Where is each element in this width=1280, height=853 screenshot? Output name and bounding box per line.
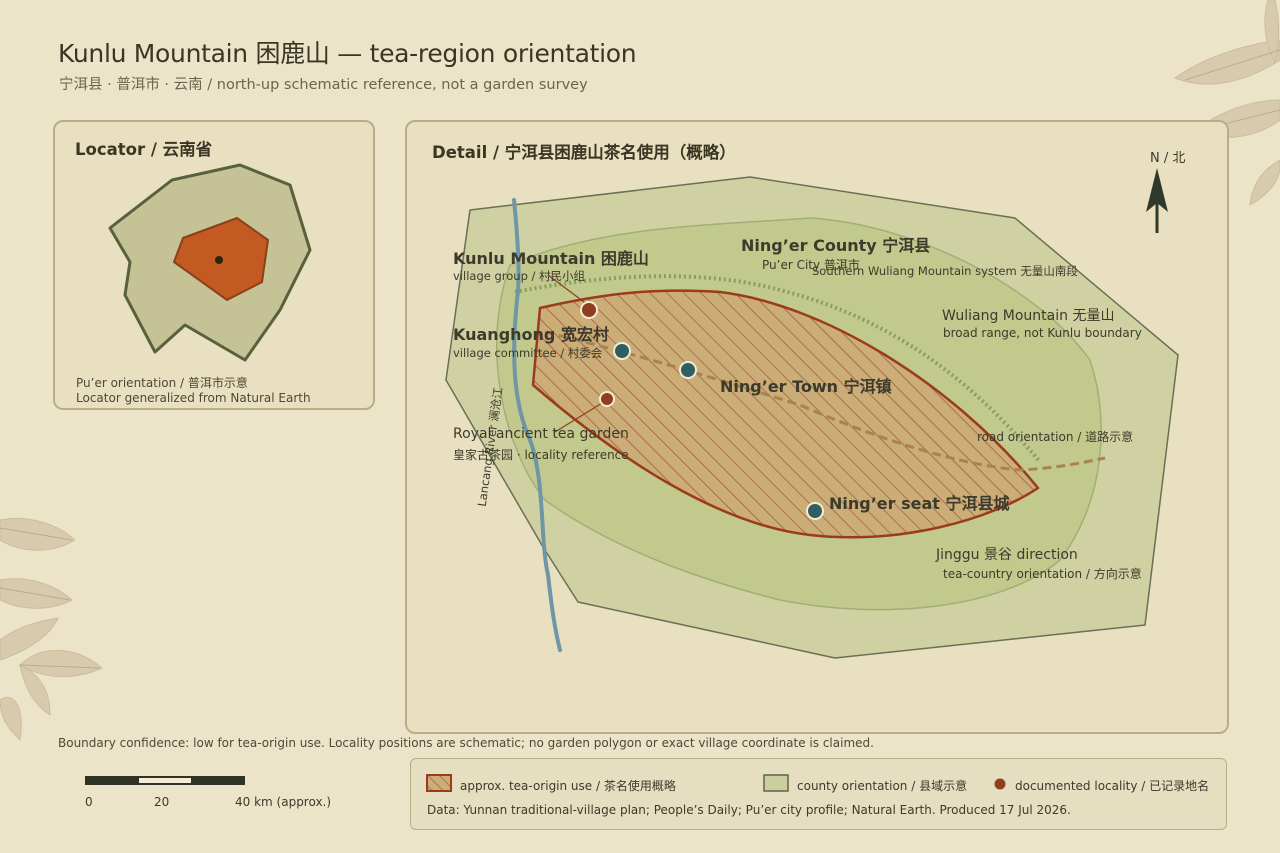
ninger-seat-label: Ning’er seat 宁洱县城 <box>829 494 1010 513</box>
page-title: Kunlu Mountain 困鹿山 — tea-region orientat… <box>58 39 637 68</box>
ninger-town-dot <box>679 361 697 379</box>
legend <box>410 758 1227 830</box>
detail-title: Detail / 宁洱县困鹿山茶名使用（概略） <box>432 143 736 162</box>
scale-bar <box>85 776 245 785</box>
wuliang-sublabel: broad range, not Kunlu boundary <box>943 326 1142 340</box>
kunlu-leader <box>547 274 589 306</box>
tea-use-area <box>531 289 1040 539</box>
ninger-seat-dot <box>806 502 824 520</box>
legend-source: Data: Yunnan traditional-village plan; P… <box>427 803 1071 817</box>
kunlu-locator-dot <box>215 256 223 264</box>
scale-label-0: 0 <box>85 795 93 809</box>
jinggu-label: Jinggu 景谷 direction <box>936 547 1078 563</box>
royal-garden-sublabel: 皇家古茶园 · locality reference <box>453 448 629 462</box>
detail-map <box>445 168 1179 659</box>
lancang-river <box>512 198 562 652</box>
north-label: N / 北 <box>1150 151 1186 166</box>
kuanghong-dot <box>613 342 631 360</box>
wuliang-label: Wuliang Mountain 无量山 <box>942 308 1115 324</box>
kunlu-sublabel: village group / 村民小组 <box>453 269 586 283</box>
royal-garden-locality-dot <box>599 391 615 407</box>
locator-title: Locator / 云南省 <box>75 140 213 159</box>
legend-tea-label: approx. tea-origin use / 茶名使用概略 <box>460 779 676 793</box>
county-label: Ning’er County 宁洱县 <box>741 236 931 255</box>
ninger-town-label: Ning’er Town 宁洱镇 <box>720 377 892 396</box>
kuanghong-sublabel: village committee / 村委会 <box>453 346 603 360</box>
wuliang-range-line <box>514 274 1042 464</box>
scale-label-20: 20 <box>154 795 170 809</box>
scale-label-40: 40 km (approx.) <box>235 795 332 809</box>
page-subtitle: 宁洱县 · 普洱市 · 云南 / north-up schematic refe… <box>59 77 588 93</box>
locator-map <box>108 163 312 362</box>
legend-locality-label: documented locality / 已记录地名 <box>1015 779 1210 793</box>
kuanghong-label: Kuanghong 宽宏村 <box>453 325 609 344</box>
legend-locality-swatch <box>994 778 1006 790</box>
royal-garden-label: Royal ancient tea garden <box>453 426 629 442</box>
county-sublabel: Pu’er City 普洱市 <box>762 258 860 272</box>
legend-county-label: county orientation / 县域示意 <box>797 779 968 793</box>
legend-county-swatch <box>763 774 789 792</box>
wuliang-system-label: Southern Wuliang Mountain system 无量山南段 <box>812 264 1078 278</box>
royal-leader <box>554 399 608 433</box>
road-label: road orientation / 道路示意 <box>977 430 1134 444</box>
jinggu-sublabel: tea-country orientation / 方向示意 <box>943 567 1142 581</box>
north-arrow-icon <box>1146 168 1168 233</box>
road-line <box>544 330 1106 472</box>
legend-tea-swatch <box>426 774 452 792</box>
kunlu-label: Kunlu Mountain 困鹿山 <box>453 249 649 268</box>
locator-note-puer: Pu’er orientation / 普洱市示意 <box>76 376 248 390</box>
kunlu-locality-dot <box>580 301 598 319</box>
confidence-note: Boundary confidence: low for tea-origin … <box>58 736 874 750</box>
locator-note-source: Locator generalized from Natural Earth <box>76 391 311 405</box>
